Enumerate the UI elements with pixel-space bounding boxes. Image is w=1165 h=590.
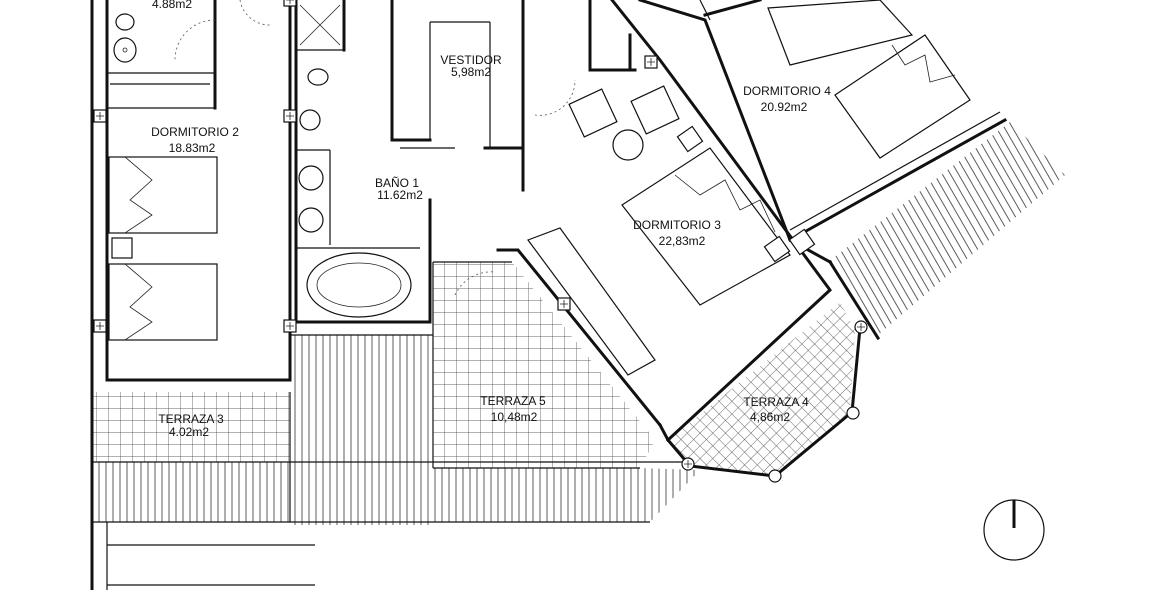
north-arrow-icon — [983, 499, 1045, 561]
electrical-outlet-icon — [644, 55, 658, 69]
electrical-outlet-icon — [557, 297, 571, 311]
room-area-dormitorio-4: 20.92m2 — [761, 100, 808, 114]
room-name-terraza-5: TERRAZA 5 — [480, 394, 546, 408]
terraza-5-grid — [433, 262, 655, 468]
sink-bano-1-b — [298, 207, 324, 233]
toilet-center — [307, 68, 329, 86]
room-area-bath-top-left: 4.88m2 — [152, 0, 192, 11]
bed-2 — [108, 263, 218, 341]
room-area-terraza-5: 10,48m2 — [491, 410, 538, 424]
armchair-2 — [630, 85, 680, 135]
room-area-dormitorio-3: 22,83m2 — [659, 234, 706, 248]
bed-3 — [621, 147, 791, 306]
electrical-outlet-icon — [93, 109, 107, 123]
room-name-dormitorio-2: DORMITORIO 2 — [151, 125, 239, 139]
terrace-hatches — [92, 122, 1065, 525]
armchair-1 — [568, 88, 618, 138]
room-area-dormitorio-2: 18.83m2 — [169, 141, 216, 155]
bath-tub-outer — [306, 252, 412, 318]
round-table — [612, 129, 644, 161]
electrical-outlet-icon — [283, 0, 297, 7]
bed-4b — [834, 34, 971, 159]
bed-1 — [108, 156, 218, 234]
room-labels: 4.88m2 DORMITORIO 2 18.83m2 VESTIDOR 5,9… — [151, 0, 831, 439]
column-icon — [854, 320, 868, 334]
room-name-terraza-3: TERRAZA 3 — [158, 412, 224, 426]
electrical-outlet-icon — [283, 109, 297, 123]
room-name-terraza-4: TERRAZA 4 — [743, 395, 809, 409]
door-swings — [174, 0, 576, 296]
sink-bano-1-a — [298, 165, 324, 191]
bath-tub-inner — [316, 262, 402, 308]
fixtures — [108, 0, 971, 376]
room-name-bano-1: BAÑO 1 — [375, 176, 419, 190]
terraza-3-grid — [92, 392, 290, 462]
column-icon — [681, 457, 695, 471]
room-area-terraza-4: 4,86m2 — [750, 410, 790, 424]
column-icon — [768, 469, 782, 483]
room-area-vestidor: 5,98m2 — [451, 65, 491, 79]
bidet-center — [299, 109, 321, 131]
sink-left — [113, 37, 137, 63]
deck-lower-mid — [290, 335, 433, 525]
room-area-bano-1: 11.62m2 — [377, 188, 423, 202]
toilet-left — [115, 13, 135, 31]
column-icon — [846, 406, 860, 420]
deck-lower-right — [433, 468, 700, 522]
outlet-markers — [93, 0, 658, 333]
deck-lower-left — [92, 462, 290, 522]
room-name-vestidor: VESTIDOR — [440, 53, 502, 67]
bed-4a — [767, 0, 914, 66]
room-name-dormitorio-3: DORMITORIO 3 — [633, 218, 721, 232]
terraza-4-grid — [668, 302, 855, 475]
room-name-dormitorio-4: DORMITORIO 4 — [743, 84, 831, 98]
room-area-terraza-3: 4.02m2 — [169, 425, 209, 439]
column-markers — [681, 320, 868, 483]
electrical-outlet-icon — [283, 319, 297, 333]
electrical-outlet-icon — [93, 319, 107, 333]
deck-right — [828, 122, 1065, 335]
sink-left-drain — [122, 47, 128, 53]
